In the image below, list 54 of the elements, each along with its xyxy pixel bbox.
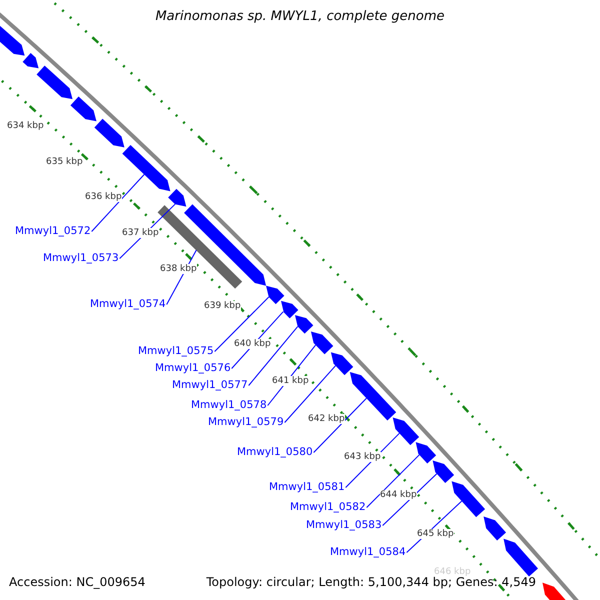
gene-label: Mmwyl1_0584 [330,546,406,559]
scale-label: 641 kbp [272,376,309,386]
leader-line [382,473,438,526]
scale-label: 636 kbp [85,192,122,202]
gene-feature [266,286,284,304]
scale-label: 634 kbp [7,121,44,131]
scale-label: 645 kbp [417,529,454,539]
gene-feature [350,372,396,420]
gene-feature [70,96,96,122]
leader-line [313,398,367,453]
gene-feature [122,144,170,192]
chart-title: Marinomonas sp. MWYL1, complete genome [154,9,446,24]
gene-feature [392,417,420,446]
pseudogene-bar [158,205,242,289]
leader-line [214,296,270,352]
gene-label: Mmwyl1_0577 [172,379,248,392]
scale-label: 639 kbp [204,301,241,311]
gene-label: Mmwyl1_0581 [269,481,345,494]
gene-label: Mmwyl1_0572 [15,225,91,238]
gene-label: Mmwyl1_0576 [155,362,231,375]
gene-feature [504,538,538,576]
scale-label: 642 kbp [308,414,345,424]
scale-label: 638 kbp [160,264,197,274]
gene-label: Mmwyl1_0578 [191,399,267,412]
gene-feature [168,188,186,207]
gene-label: Mmwyl1_0574 [90,298,166,311]
gene-label: Mmwyl1_0575 [138,345,214,358]
gene-feature [295,315,314,334]
gene-feature [281,300,298,318]
gene-feature [22,52,39,68]
scale-label: 635 kbp [46,157,83,167]
leader-line [366,454,420,508]
gene-feature [432,460,454,484]
info-text: Accession: NC_009654 [9,575,146,589]
gene-label: Mmwyl1_0573 [43,252,119,265]
gene-feature [452,481,486,518]
gene-feature [36,66,73,100]
gene-feature [416,442,436,464]
scale-label: 643 kbp [344,452,381,462]
gene-label: Mmwyl1_0582 [290,501,366,514]
gene-feature [94,118,124,148]
scale-label: 637 kbp [122,228,159,238]
gene-label: Mmwyl1_0580 [237,446,313,459]
gene-label: Mmwyl1_0583 [306,519,382,532]
gene-feature [484,516,506,540]
gene-label: Mmwyl1_0579 [208,416,284,429]
leader-line [248,326,298,386]
scale-label: 644 kbp [380,490,417,500]
leader-line [284,365,336,423]
leader-line [91,174,145,232]
info-text: Topology: circular; Length: 5,100,344 bp; Genes: 4,549 [206,575,536,589]
gene-feature [330,352,354,376]
gene-feature [310,332,334,354]
scale-label: 640 kbp [234,339,271,349]
